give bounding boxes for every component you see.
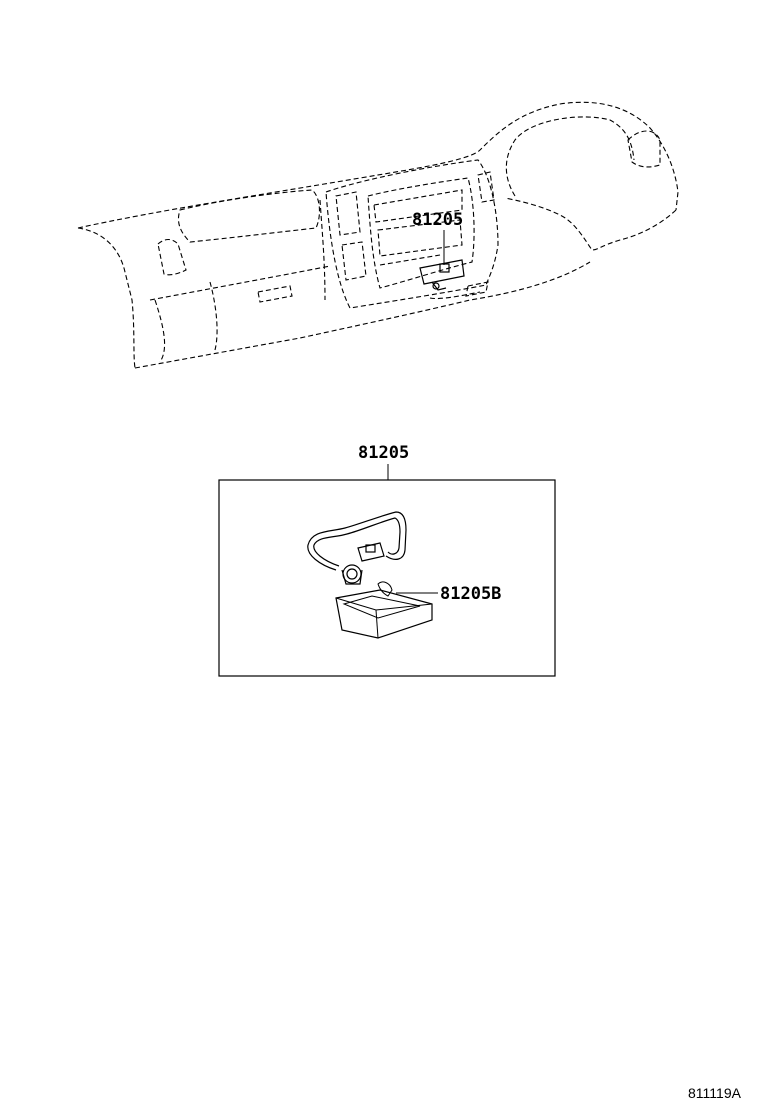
installed-light-icon <box>419 259 465 291</box>
dash-callout-label: 81205 <box>412 210 463 230</box>
connector-icon <box>357 542 385 562</box>
sub-part-callout-label: 81205B <box>440 584 501 604</box>
figure-code: 811119A <box>688 1085 742 1101</box>
detail-frame <box>218 479 556 677</box>
lamp-housing-icon <box>335 581 433 639</box>
bulb-socket-icon <box>341 564 363 585</box>
detail-callout-label: 81205 <box>358 443 409 463</box>
dashboard-illustration <box>77 101 679 369</box>
wire-harness-icon <box>307 511 407 571</box>
